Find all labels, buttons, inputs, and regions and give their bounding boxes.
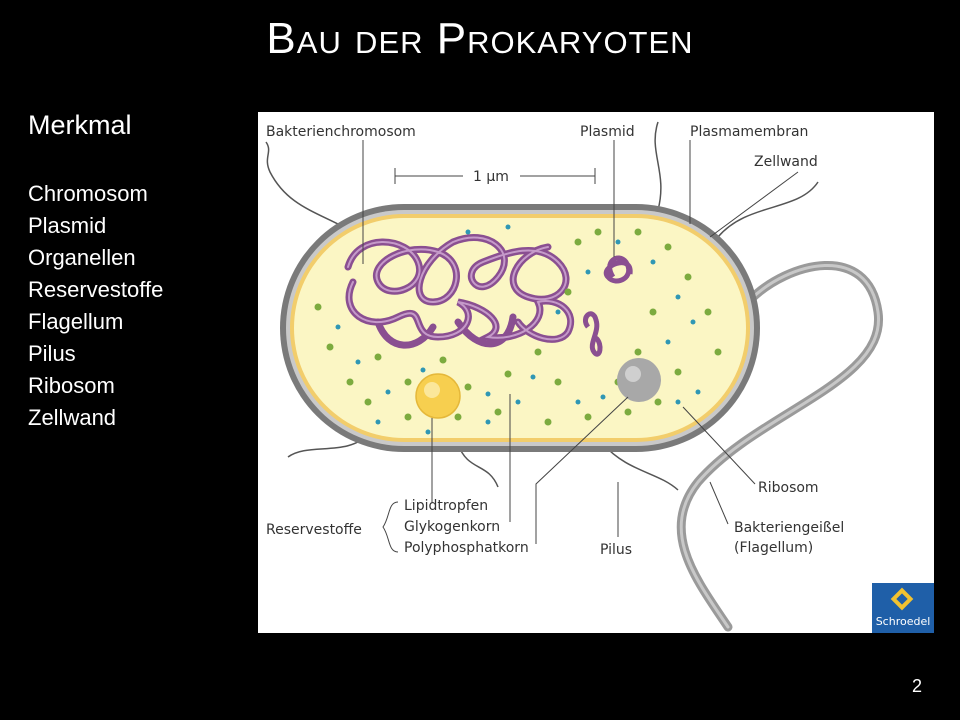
page-number: 2 bbox=[911, 676, 922, 696]
label-pilus: Pilus bbox=[600, 542, 632, 558]
label-lipid: Lipidtropfen bbox=[404, 498, 488, 514]
lipid-droplet bbox=[415, 373, 461, 419]
feature-item: Reservestoffe bbox=[28, 277, 164, 302]
feature-item: Zellwand bbox=[28, 405, 117, 430]
label-chromosome: Bakterienchromosom bbox=[266, 124, 416, 140]
label-flagellum-2: (Flagellum) bbox=[734, 540, 813, 556]
label-ribosome: Ribosom bbox=[758, 480, 819, 496]
cell-illustration: 1 µm Bakterienchromosom Plasmid Plasmame… bbox=[265, 121, 883, 632]
feature-heading: Merkmal bbox=[28, 110, 132, 140]
publisher-name: Schroedel bbox=[875, 615, 931, 628]
feature-item: Organellen bbox=[28, 245, 136, 270]
label-flagellum-1: Bakteriengeißel bbox=[734, 520, 844, 536]
label-polyphosphate: Polyphosphatkorn bbox=[404, 540, 529, 556]
feature-item: Flagellum bbox=[28, 309, 124, 334]
label-plasma-membrane: Plasmamembran bbox=[690, 124, 808, 140]
scale-bar bbox=[394, 168, 596, 184]
publisher-logo: Schroedel bbox=[872, 583, 934, 633]
feature-item: Ribosom bbox=[28, 373, 115, 398]
glycogen-granules bbox=[314, 228, 722, 426]
label-cell-wall: Zellwand bbox=[754, 154, 818, 170]
prokaryote-diagram: 1 µm Bakterienchromosom Plasmid Plasmame… bbox=[258, 112, 934, 633]
pilus-top-center bbox=[654, 121, 662, 211]
scale-label: 1 µm bbox=[473, 169, 509, 185]
pilus-top-right bbox=[717, 181, 819, 238]
plasmid-upper bbox=[603, 255, 633, 284]
feature-item: Chromosom bbox=[28, 181, 148, 206]
slide-title: Bau der Prokaryoten bbox=[266, 14, 694, 63]
polyphosphate-granule bbox=[617, 358, 661, 402]
label-glycogen: Glykogenkorn bbox=[404, 519, 500, 535]
pilus-top-left bbox=[265, 141, 354, 233]
feature-item: Pilus bbox=[28, 341, 76, 366]
publisher-logo-icon bbox=[890, 587, 914, 611]
label-plasmid: Plasmid bbox=[580, 124, 635, 140]
feature-list: Chromosom Plasmid Organellen Reservestof… bbox=[28, 178, 163, 434]
plasmid-lower bbox=[582, 311, 603, 357]
ribosomes bbox=[335, 224, 701, 435]
label-reserve: Reservestoffe bbox=[266, 522, 362, 538]
feature-item: Plasmid bbox=[28, 213, 107, 238]
